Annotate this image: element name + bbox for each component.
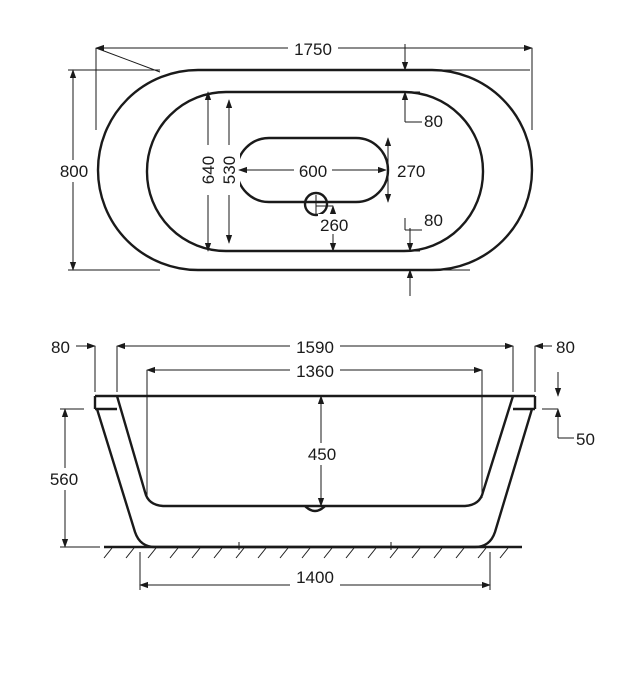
dim-top-length: 1590 <box>296 338 334 357</box>
dim-inner-length: 640 <box>199 156 218 184</box>
top-view: 1750 800 640 530 600 270 80 80 260 <box>54 38 534 296</box>
tub-outer-outline <box>96 68 534 272</box>
dim-drain-oval-width: 270 <box>397 162 425 181</box>
dim-drain-offset: 260 <box>320 216 348 235</box>
side-view: 1590 1360 80 80 50 450 560 1400 <box>44 336 595 590</box>
dim-height: 560 <box>50 470 78 489</box>
floor-hatching <box>103 547 509 559</box>
dim-rim-right: 80 <box>556 338 575 357</box>
dim-inner-length-side: 1360 <box>296 362 334 381</box>
dim-rim-top: 80 <box>424 112 443 131</box>
dim-overall-width: 800 <box>60 162 88 181</box>
dim-rim-bottom: 80 <box>424 211 443 230</box>
tub-inner-outline <box>145 90 485 253</box>
dim-rim-left: 80 <box>51 338 70 357</box>
dim-overall-length: 1750 <box>294 40 332 59</box>
dim-base-length: 1400 <box>296 568 334 587</box>
dim-drain-oval-length: 600 <box>299 162 327 181</box>
dim-inner-width: 530 <box>220 156 239 184</box>
tub-outer-shell <box>95 408 534 549</box>
dim-rim-thickness: 50 <box>576 430 595 449</box>
dim-depth: 450 <box>308 445 336 464</box>
